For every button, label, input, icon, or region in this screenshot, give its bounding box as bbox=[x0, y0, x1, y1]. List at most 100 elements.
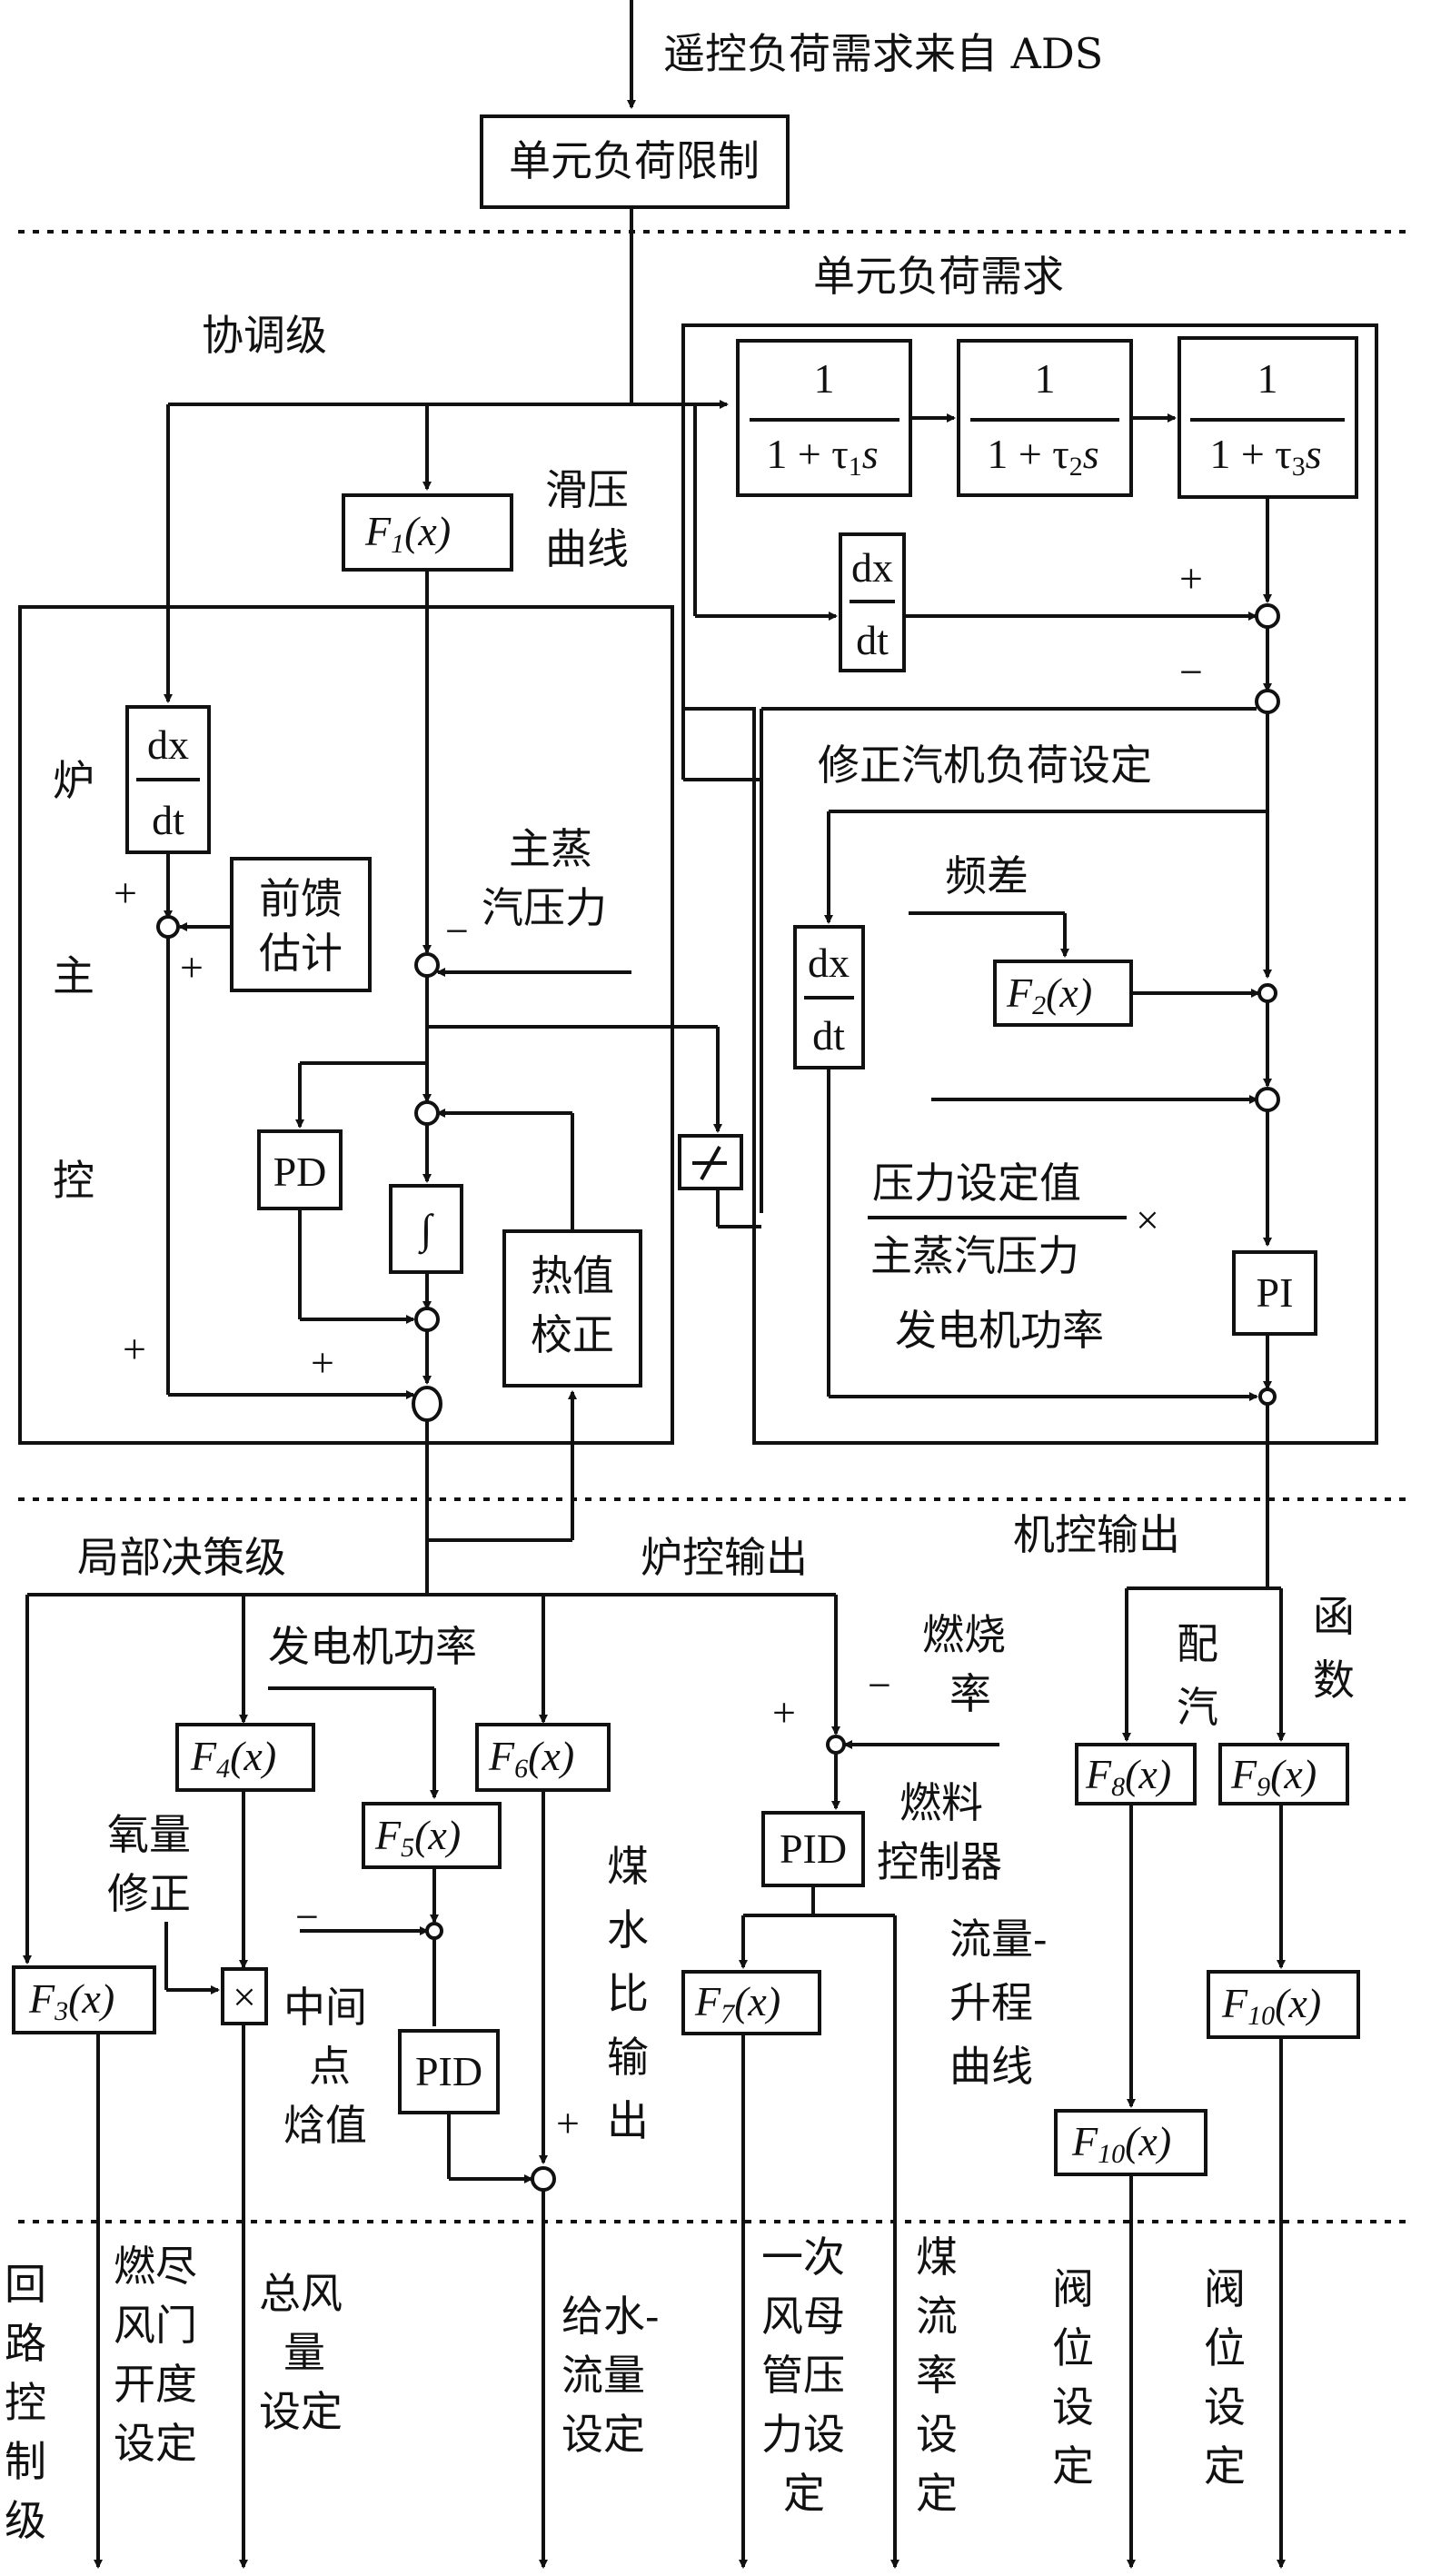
svg-text:F10(x): F10(x) bbox=[1221, 1980, 1321, 2031]
svg-text:流: 流 bbox=[916, 2292, 958, 2341]
steam-dist-label-1: 配 bbox=[1177, 1619, 1218, 1668]
svg-text:dt: dt bbox=[812, 1012, 845, 1059]
f8-block bbox=[1075, 1743, 1197, 1805]
f10-block-left bbox=[1054, 2109, 1207, 2176]
main-steam-label-1: 主蒸 bbox=[509, 824, 592, 873]
oxygen-label-1: 氧量 bbox=[107, 1810, 191, 1859]
generator-power-label: 发电机功率 bbox=[895, 1306, 1104, 1355]
svg-text:−: − bbox=[868, 1662, 891, 1708]
mid-point-label-1: 中间 bbox=[283, 1983, 367, 2032]
sum-node-pressure bbox=[414, 952, 440, 978]
feedforward-block bbox=[230, 857, 372, 992]
fuel-ctrl-label-1: 燃料 bbox=[899, 1778, 983, 1827]
svg-text:F5(x): F5(x) bbox=[374, 1812, 461, 1863]
svg-text:设定: 设定 bbox=[561, 2410, 645, 2459]
svg-text:dt: dt bbox=[152, 797, 184, 843]
svg-text:×: × bbox=[233, 1974, 256, 2020]
sum-node-integral bbox=[414, 1100, 440, 1126]
svg-text:PID: PID bbox=[415, 2048, 482, 2094]
function-label-1: 函 bbox=[1313, 1592, 1355, 1641]
svg-text:F10(x): F10(x) bbox=[1071, 2118, 1171, 2169]
svg-text:1: 1 bbox=[1035, 355, 1056, 402]
coal-water-label-5: 出 bbox=[607, 2096, 649, 2145]
svg-text:定: 定 bbox=[1204, 2442, 1246, 2491]
mid-point-label-2: 点 bbox=[309, 2042, 351, 2091]
svg-text:F1(x): F1(x) bbox=[364, 508, 451, 559]
svg-text:F4(x): F4(x) bbox=[190, 1733, 276, 1784]
heat-value-label-1: 热值 bbox=[531, 1251, 614, 1300]
main-steam-pressure-label: 主蒸汽压力 bbox=[870, 1231, 1079, 1280]
svg-text:+: + bbox=[123, 1326, 146, 1372]
pid-block-fuel bbox=[761, 1811, 865, 1887]
svg-text:设: 设 bbox=[1052, 2382, 1094, 2432]
svg-text:燃尽: 燃尽 bbox=[114, 2242, 197, 2291]
valve-position-label-1: 阀 位 设 定 bbox=[1052, 2264, 1094, 2491]
svg-text:F9(x): F9(x) bbox=[1230, 1751, 1317, 1802]
remote-load-demand-label: 遥控负荷需求来自 ADS bbox=[663, 29, 1103, 78]
mid-point-label-3: 焓值 bbox=[283, 2101, 367, 2150]
svg-text:设: 设 bbox=[1204, 2382, 1246, 2432]
svg-text:1: 1 bbox=[1257, 355, 1278, 402]
combustion-label-1: 燃烧 bbox=[922, 1610, 1006, 1659]
integral-block bbox=[389, 1184, 463, 1274]
svg-text:回: 回 bbox=[5, 2260, 46, 2309]
heat-value-block bbox=[502, 1229, 642, 1387]
unit-load-limit-label: 单元负荷限制 bbox=[509, 136, 760, 185]
svg-text:设定: 设定 bbox=[114, 2419, 197, 2468]
svg-text:F6(x): F6(x) bbox=[488, 1733, 574, 1784]
f3-block bbox=[12, 1965, 156, 2034]
svg-text:煤: 煤 bbox=[916, 2233, 958, 2282]
pd-block bbox=[257, 1129, 343, 1210]
loop-control-label: 回 路 控 制 级 bbox=[5, 2260, 46, 2545]
svg-text:定: 定 bbox=[1052, 2442, 1094, 2491]
primary-air-label: 一次 风母 管压 力设 定 bbox=[761, 2233, 845, 2518]
boiler-master-label-2: 主 bbox=[53, 951, 94, 1000]
transfer-function-3 bbox=[1178, 336, 1358, 499]
valve-position-label-2: 阀 位 设 定 bbox=[1204, 2264, 1246, 2491]
svg-text:dt: dt bbox=[856, 617, 889, 663]
svg-text:+: + bbox=[180, 944, 204, 990]
svg-text:dx: dx bbox=[808, 940, 850, 986]
multiply-block bbox=[221, 1967, 268, 2025]
sum-node-a bbox=[1255, 603, 1280, 629]
sum-node-b bbox=[1255, 689, 1280, 714]
svg-text:1 + τ1s: 1 + τ1s bbox=[766, 431, 878, 482]
svg-text:PI: PI bbox=[1257, 1269, 1294, 1316]
combustion-label-2: 率 bbox=[949, 1669, 991, 1718]
svg-text:−: − bbox=[1179, 649, 1203, 695]
svg-text:力设: 力设 bbox=[761, 2410, 845, 2459]
svg-text:风母: 风母 bbox=[761, 2292, 845, 2341]
svg-text:率: 率 bbox=[916, 2351, 958, 2400]
svg-text:定: 定 bbox=[916, 2469, 958, 2518]
unit-load-limit-box bbox=[480, 114, 790, 209]
svg-text:总风: 总风 bbox=[259, 2269, 343, 2318]
boiler-output-label: 炉控输出 bbox=[641, 1533, 808, 1582]
flow-lift-label-3: 曲线 bbox=[949, 2042, 1033, 2091]
sum-node-ff bbox=[156, 915, 180, 939]
total-air-label: 总风 量 设定 bbox=[259, 2269, 343, 2436]
sum-node-feedwater bbox=[531, 2166, 556, 2192]
svg-text:F7(x): F7(x) bbox=[694, 1978, 780, 2029]
boiler-master-label-3: 控 bbox=[53, 1156, 94, 1205]
svg-text:+: + bbox=[772, 1689, 796, 1736]
svg-text:开度: 开度 bbox=[114, 2360, 197, 2409]
sum-node-pd bbox=[414, 1307, 440, 1332]
sum-node-c bbox=[1257, 983, 1277, 1003]
svg-text:管压: 管压 bbox=[761, 2351, 845, 2400]
correct-turbine-load-label: 修正汽机负荷设定 bbox=[818, 741, 1152, 790]
pressure-setpoint-label: 压力设定值 bbox=[872, 1159, 1081, 1208]
burnout-damper-label: 燃尽 风门 开度 设定 bbox=[114, 2242, 197, 2468]
steam-dist-label-2: 汽 bbox=[1177, 1683, 1218, 1732]
svg-text:F8(x): F8(x) bbox=[1085, 1751, 1171, 1802]
svg-text:定: 定 bbox=[783, 2469, 825, 2518]
f5-block bbox=[362, 1802, 502, 1869]
nonlinear-block bbox=[678, 1134, 743, 1190]
svg-text:控: 控 bbox=[5, 2378, 46, 2427]
svg-text:−: − bbox=[445, 908, 469, 954]
svg-text:+: + bbox=[311, 1339, 334, 1386]
svg-text:阀: 阀 bbox=[1204, 2264, 1246, 2313]
svg-text:风门: 风门 bbox=[114, 2301, 197, 2350]
freq-diff-label: 频差 bbox=[945, 851, 1029, 900]
f9-block bbox=[1218, 1743, 1349, 1805]
